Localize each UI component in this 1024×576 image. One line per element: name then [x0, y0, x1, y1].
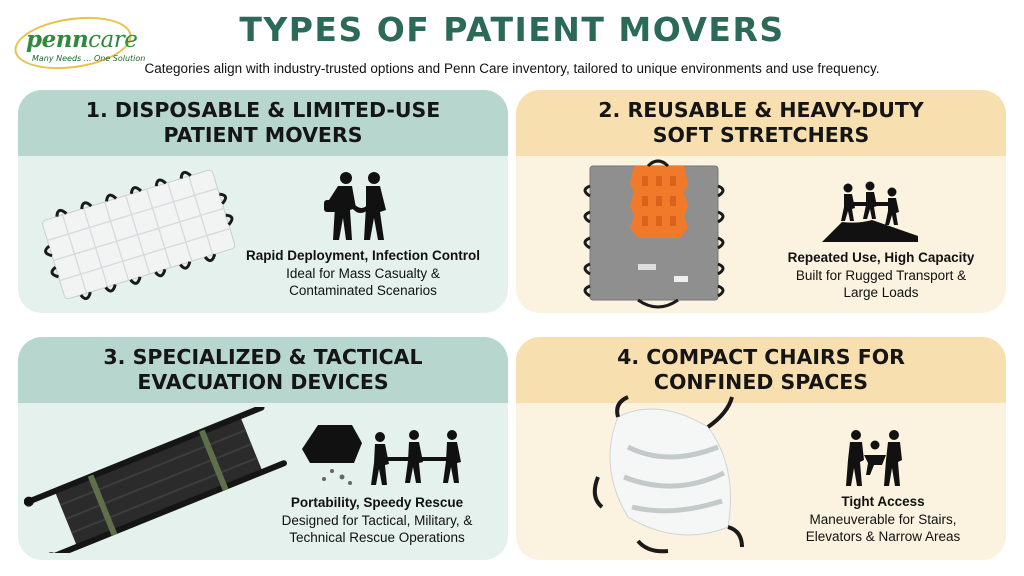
two-rescuers-carrying-icon — [324, 172, 386, 240]
compact-chair-image — [592, 395, 744, 554]
desc-line1: Ideal for Mass Casualty & — [286, 266, 440, 281]
desc-line2: Technical Rescue Operations — [289, 530, 465, 545]
card-description: Built for Rugged Transport & Large Loads — [766, 267, 996, 301]
penn-care-logo: penncare Many Needs ... One Solution — [11, 10, 146, 76]
desc-line2: Large Loads — [843, 285, 919, 300]
card-feature: Repeated Use, High Capacity — [787, 250, 975, 265]
disposable-stretcher-image — [42, 169, 236, 301]
team-hauling-on-slope-icon — [822, 181, 918, 242]
rescue-team-collapse-icon — [302, 425, 461, 485]
card-heading-line2: EVACUATION DEVICES — [137, 370, 389, 394]
card-text: Tight Access Maneuverable for Stairs, Ele… — [768, 494, 998, 545]
card-heading-line1: 2. REUSABLE & HEAVY-DUTY — [598, 98, 924, 122]
desc-line1: Maneuverable for Stairs, — [809, 512, 957, 527]
card-description: Ideal for Mass Casualty & Contaminated Sc… — [228, 265, 498, 299]
card-heading-line2: PATIENT MOVERS — [163, 123, 363, 147]
card-heading-line1: 1. DISPOSABLE & LIMITED-USE — [85, 98, 441, 122]
logo-tagline: Many Needs ... One Solution — [32, 54, 146, 63]
card-description: Designed for Tactical, Military, & Techni… — [252, 512, 502, 546]
card-heading-line1: 4. COMPACT CHAIRS FOR — [617, 345, 905, 369]
desc-line1: Built for Rugged Transport & — [795, 268, 967, 283]
card-text: Rapid Deployment, Infection Control Idea… — [228, 248, 498, 299]
card-text: Portability, Speedy Rescue Designed for … — [252, 495, 502, 546]
card-feature: Tight Access — [841, 494, 925, 509]
two-carriers-seated-patient-icon — [846, 430, 902, 486]
card-feature: Rapid Deployment, Infection Control — [245, 248, 480, 263]
desc-line2: Contaminated Scenarios — [289, 283, 437, 298]
card-heading-line2: CONFINED SPACES — [653, 370, 869, 394]
card-heading-line1: 3. SPECIALIZED & TACTICAL — [103, 345, 423, 369]
page-subtitle: Categories align with industry-trusted o… — [144, 61, 880, 76]
logo-wordmark: penncare — [26, 26, 138, 53]
desc-line1: Designed for Tactical, Military, & — [281, 513, 473, 528]
page-title: TYPES OF PATIENT MOVERS — [239, 10, 785, 49]
card-feature: Portability, Speedy Rescue — [290, 495, 464, 510]
card-text: Repeated Use, High Capacity Built for Ru… — [766, 250, 996, 301]
desc-line2: Elevators & Narrow Areas — [805, 529, 961, 544]
tactical-litter-image — [24, 407, 287, 553]
card-description: Maneuverable for Stairs, Elevators & Narr… — [768, 511, 998, 545]
card-heading-line2: SOFT STRETCHERS — [652, 123, 870, 147]
soft-stretcher-image — [583, 159, 725, 309]
